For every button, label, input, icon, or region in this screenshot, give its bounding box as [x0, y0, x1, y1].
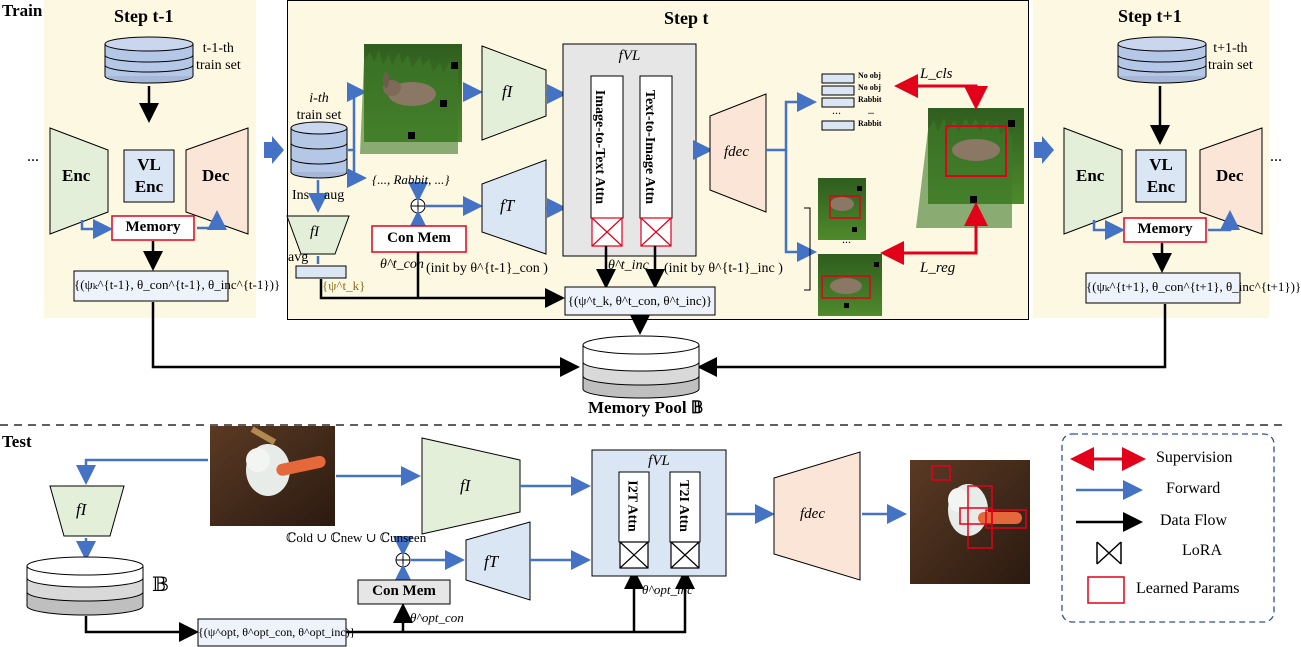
train-label: Train — [2, 1, 43, 20]
legend-data-flow: Data Flow — [1160, 512, 1228, 529]
test-pool-symbol: 𝔹 — [152, 574, 169, 596]
ins-label: Ins — [292, 188, 310, 203]
f-t-cur — [481, 159, 547, 255]
i2t-attn-label: Image-to-Text Attn — [592, 89, 608, 205]
db-prev — [104, 36, 194, 84]
f-i-cur-label: fI — [502, 82, 513, 101]
f-i-test-label: fI — [76, 500, 87, 519]
db-next — [1117, 36, 1207, 84]
legend-forward: Forward — [1166, 480, 1221, 497]
theta-con-cur: θ^t_con — [380, 257, 424, 272]
class-set: ℂold ∪ ℂnew ∪ ℂunseen — [286, 530, 427, 545]
step-next-title: Step t+1 — [1118, 6, 1182, 26]
f-i-test — [49, 485, 125, 537]
t2i-attn-test: T2I Attn — [675, 480, 691, 532]
f-t-test-label: fT — [484, 552, 499, 571]
pred-image-1 — [818, 178, 866, 240]
dec-prev-label: Dec — [202, 166, 230, 185]
memory-pool-label: Memory Pool 𝔹 — [588, 398, 704, 417]
legend-lora: LoRA — [1182, 542, 1222, 559]
theta-inc-opt: θ^opt_inc — [642, 582, 693, 597]
avg-label: avg — [288, 250, 309, 265]
params-prev: {(ψₖ^{t-1}, θ_con^{t-1}, θ_inc^{t-1})} — [74, 277, 281, 292]
f-dec-test — [773, 451, 861, 581]
legend-box — [1061, 433, 1275, 623]
db-cur — [290, 121, 348, 179]
ellipsis-right: ... — [1270, 148, 1282, 165]
test-output-image — [910, 460, 1030, 584]
ellipsis-left: ... — [27, 148, 39, 165]
legend-supervision: Supervision — [1156, 449, 1233, 466]
f-dec-cur-label: fdec — [724, 144, 749, 160]
class-list: No obj No obj Rabbit ... Rabbit — [858, 71, 882, 128]
f-vl-cur-label: fVL — [618, 48, 641, 64]
params-test: {(ψ^opt, θ^opt_con, θ^opt_inc)} — [198, 625, 356, 639]
f-i-small-label: fI — [310, 224, 320, 240]
test-label: Test — [2, 432, 32, 451]
f-i-test2-label: fI — [460, 476, 471, 495]
f-dec-cur — [709, 93, 767, 213]
enc-next-label: Enc — [1076, 166, 1105, 185]
step-prev-title: Step t-1 — [114, 6, 174, 26]
aug-label: aug — [324, 188, 345, 203]
text-prompt: {..., Rabbit, ...} — [372, 172, 450, 187]
pred-image-2 — [818, 254, 882, 316]
con-mem-test: Con Mem — [372, 583, 436, 599]
i2t-attn-test: I2T Attn — [624, 480, 640, 532]
legend-learned: Learned Params — [1136, 580, 1240, 597]
dec-next-label: Dec — [1216, 166, 1244, 185]
f-t-cur-label: fT — [500, 196, 515, 215]
loss-reg: L_reg — [920, 260, 956, 276]
dec-prev — [185, 127, 249, 235]
dec-next — [1199, 127, 1263, 235]
params-next: {(ψₖ^{t+1}, θ_con^{t+1}, θ_inc^{t+1})} — [1086, 279, 1301, 294]
vl-enc-next — [1135, 149, 1187, 203]
rabbit-image — [360, 44, 462, 154]
enc-prev-label: Enc — [62, 166, 91, 185]
memory-next-label: Memory — [1137, 221, 1193, 237]
theta-inc-cur: θ^t_inc — [608, 258, 649, 273]
init-by-inc: (init by θ^{t-1}_inc ) — [664, 261, 783, 276]
test-pool-db — [26, 556, 144, 616]
memory-pool-db — [582, 335, 700, 399]
memory-prev-label: Memory — [125, 219, 181, 235]
enc-prev — [49, 127, 109, 235]
pred-dots: ... — [842, 232, 851, 246]
f-i-cur — [481, 45, 547, 141]
list-dots: ... — [832, 103, 841, 117]
loss-cls: L_cls — [920, 66, 953, 82]
f-i-small — [286, 215, 350, 255]
f-dec-test-label: fdec — [800, 506, 825, 522]
step-cur-title: Step t — [664, 8, 709, 28]
test-image — [210, 426, 335, 526]
f-i-test2 — [421, 437, 521, 535]
gt-image — [916, 108, 1024, 228]
f-t-test — [465, 521, 531, 601]
f-vl-test-label: fVL — [648, 453, 670, 469]
con-mem-cur: Con Mem — [387, 230, 451, 246]
enc-next — [1063, 127, 1123, 235]
f-vl-cur — [562, 43, 697, 257]
psi-label: {ψ^t_k} — [322, 278, 366, 293]
t2i-attn-label: Text-to-Image Attn — [642, 89, 658, 205]
params-cur: {(ψ^t_k, θ^t_con, θ^t_inc)} — [567, 293, 713, 308]
theta-con-opt: θ^opt_con — [410, 610, 464, 625]
f-vl-test — [591, 449, 727, 577]
init-by-con: (init by θ^{t-1}_con ) — [426, 261, 548, 276]
vl-enc-prev — [123, 149, 175, 203]
